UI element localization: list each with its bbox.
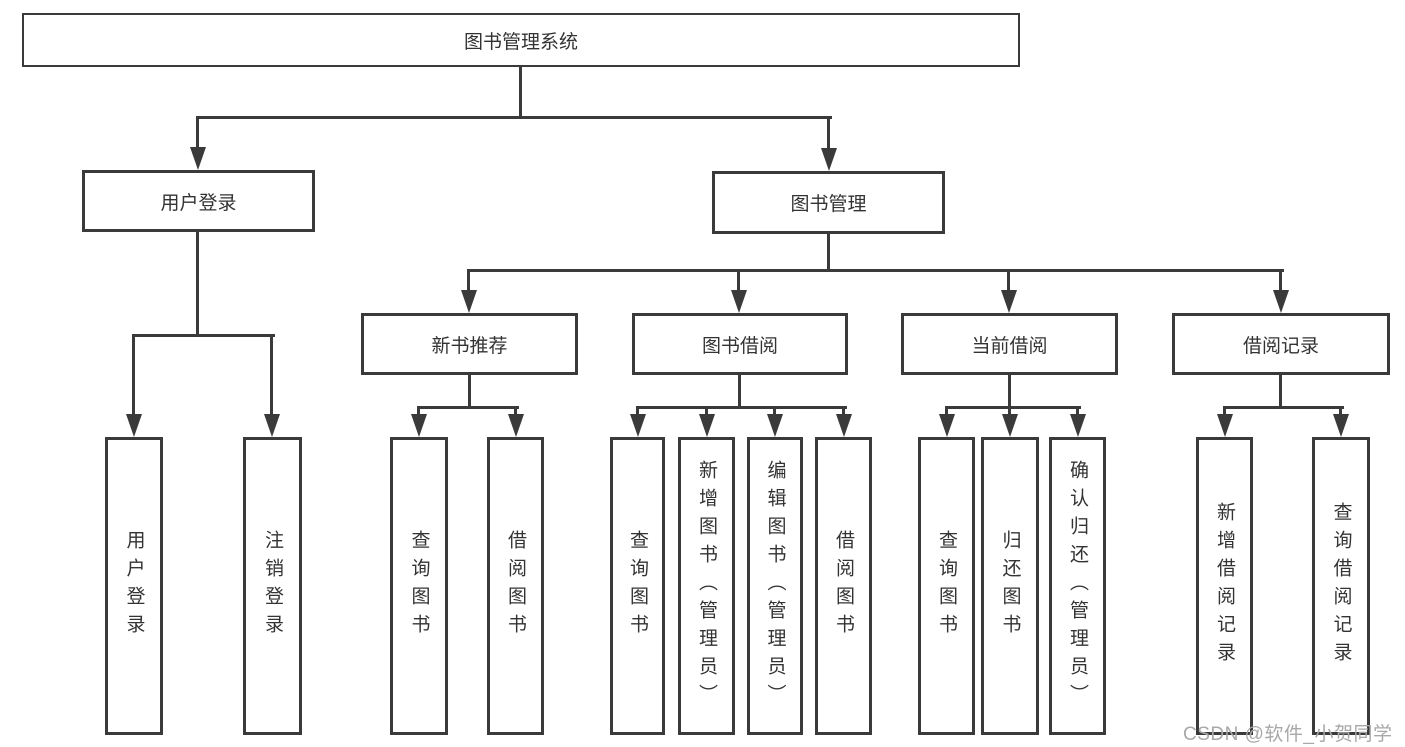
leaf-user-login-label: 用户登录 xyxy=(123,530,145,642)
node-book-management-label: 图书管理 xyxy=(790,194,867,215)
connector-line xyxy=(705,406,708,416)
connector-line xyxy=(1279,269,1282,294)
connector-line xyxy=(467,269,1284,272)
leaf-add-books-admin-label: 新增图书（管理员） xyxy=(696,460,717,712)
leaf-query-books-borrowing-label: 查询图书 xyxy=(627,530,648,642)
arrow-down-icon xyxy=(508,414,524,437)
leaf-logout-login-label: 注销登录 xyxy=(262,530,283,642)
arrow-down-icon xyxy=(264,414,280,437)
leaf-add-borrow-record: 新增借阅记录 xyxy=(1196,437,1253,735)
arrow-down-icon xyxy=(1070,414,1086,437)
connector-line xyxy=(1223,406,1226,416)
node-current-borrowing-label: 当前借阅 xyxy=(971,335,1048,357)
connector-line xyxy=(1007,269,1010,294)
leaf-borrow-books-recommend: 借阅图书 xyxy=(487,437,544,735)
connector-line xyxy=(945,406,1081,409)
node-new-book-recommend-label: 新书推荐 xyxy=(431,335,508,357)
connector-line xyxy=(945,406,948,416)
leaf-confirm-return-admin: 确认归还（管理员） xyxy=(1049,437,1106,735)
leaf-user-login: 用户登录 xyxy=(105,437,163,735)
node-book-borrowing-label: 图书借阅 xyxy=(701,335,778,357)
node-borrowing-records: 借阅记录 xyxy=(1172,313,1390,375)
node-current-borrowing: 当前借阅 xyxy=(901,313,1118,375)
arrow-down-icon xyxy=(1217,414,1233,437)
leaf-return-books-label: 归还图书 xyxy=(999,530,1021,642)
watermark: CSDN @软件_小贺同学 xyxy=(1183,724,1393,745)
connector-line xyxy=(636,406,639,416)
node-user-login-label: 用户登录 xyxy=(160,192,237,214)
leaf-edit-books-admin-label: 编辑图书（管理员） xyxy=(764,460,786,712)
node-book-management: 图书管理 xyxy=(712,171,945,234)
node-book-borrowing: 图书借阅 xyxy=(632,313,848,375)
node-user-login: 用户登录 xyxy=(82,170,315,232)
connector-line xyxy=(519,66,522,119)
leaf-borrow-books-borrowing: 借阅图书 xyxy=(815,437,872,735)
leaf-query-borrow-record-label: 查询借阅记录 xyxy=(1330,502,1352,670)
leaf-query-books-recommend: 查询图书 xyxy=(390,437,448,735)
leaf-add-books-admin: 新增图书（管理员） xyxy=(678,437,735,735)
leaf-query-borrow-record: 查询借阅记录 xyxy=(1312,437,1370,735)
connector-line xyxy=(1279,375,1282,409)
connector-line xyxy=(270,334,273,416)
node-new-book-recommend: 新书推荐 xyxy=(361,313,578,375)
arrow-down-icon xyxy=(1002,414,1018,437)
arrow-down-icon xyxy=(1273,290,1289,313)
arrow-down-icon xyxy=(731,290,747,313)
connector-line xyxy=(417,406,519,409)
connector-line xyxy=(1076,406,1079,416)
leaf-query-books-recommend-label: 查询图书 xyxy=(408,530,430,642)
arrow-down-icon xyxy=(699,414,715,437)
leaf-logout-login: 注销登录 xyxy=(243,437,302,735)
leaf-return-books: 归还图书 xyxy=(981,437,1039,735)
connector-line xyxy=(827,234,830,272)
connector-line xyxy=(1008,375,1011,409)
connector-line xyxy=(773,406,776,416)
arrow-down-icon xyxy=(836,414,852,437)
arrow-down-icon xyxy=(126,414,142,437)
connector-line xyxy=(468,375,471,409)
arrow-down-icon xyxy=(1333,414,1349,437)
leaf-query-books-borrowing: 查询图书 xyxy=(610,437,665,735)
arrow-down-icon xyxy=(630,414,646,437)
connector-line xyxy=(842,406,845,416)
connector-line xyxy=(196,116,199,152)
node-library-system: 图书管理系统 xyxy=(22,13,1020,67)
connector-line xyxy=(417,406,420,416)
arrow-down-icon xyxy=(190,147,206,170)
connector-line xyxy=(737,269,740,294)
node-library-system-label: 图书管理系统 xyxy=(463,31,578,53)
connector-line xyxy=(1339,406,1342,416)
arrow-down-icon xyxy=(1001,290,1017,313)
leaf-edit-books-admin: 编辑图书（管理员） xyxy=(747,437,803,735)
connector-line xyxy=(467,269,470,294)
arrow-down-icon xyxy=(939,414,955,437)
connector-line xyxy=(827,116,830,152)
connector-line xyxy=(738,375,741,409)
leaf-confirm-return-admin-label: 确认归还（管理员） xyxy=(1067,460,1088,712)
leaf-add-borrow-record-label: 新增借阅记录 xyxy=(1214,502,1235,670)
arrow-down-icon xyxy=(767,414,783,437)
arrow-down-icon xyxy=(821,148,837,171)
connector-line xyxy=(196,232,199,337)
arrow-down-icon xyxy=(461,290,477,313)
leaf-borrow-books-borrowing-label: 借阅图书 xyxy=(833,530,854,642)
connector-line xyxy=(1008,406,1011,416)
connector-line xyxy=(196,116,832,119)
connector-line xyxy=(514,406,517,416)
connector-line xyxy=(636,406,847,409)
connector-line xyxy=(132,334,275,337)
leaf-query-books-current-label: 查询图书 xyxy=(936,530,957,642)
connector-line xyxy=(1223,406,1344,409)
arrow-down-icon xyxy=(411,414,427,437)
connector-line xyxy=(132,334,135,416)
leaf-borrow-books-recommend-label: 借阅图书 xyxy=(505,530,526,642)
node-borrowing-records-label: 借阅记录 xyxy=(1242,335,1319,357)
leaf-query-books-current: 查询图书 xyxy=(918,437,975,735)
